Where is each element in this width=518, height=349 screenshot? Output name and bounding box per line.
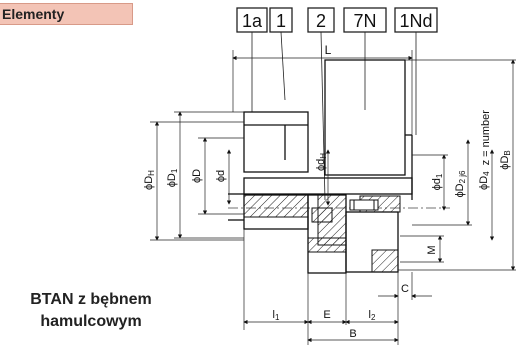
dim-B: B bbox=[349, 328, 356, 340]
svg-text:ϕD1: ϕD1 bbox=[166, 168, 179, 187]
dimension-lines bbox=[150, 50, 516, 345]
dim-d1: ϕd bbox=[431, 178, 443, 190]
dim-d: ϕd bbox=[215, 170, 227, 182]
dim-DH: ϕD bbox=[143, 176, 155, 190]
dim-M: M bbox=[426, 245, 438, 254]
part-box-7n bbox=[343, 7, 387, 33]
dim-dH: ϕd bbox=[315, 159, 327, 171]
dim-D1-sub: 1 bbox=[170, 168, 179, 173]
dim-L: L bbox=[325, 43, 332, 57]
dim-D4: ϕD bbox=[478, 176, 490, 190]
dim-dH-group: ϕdH bbox=[315, 153, 328, 171]
part-box-1nd bbox=[394, 7, 438, 33]
caption-line-1: BTAN z bębnem bbox=[30, 291, 152, 308]
section-hatching bbox=[243, 194, 401, 273]
dim-l1: l bbox=[273, 309, 275, 321]
dim-E: E bbox=[323, 309, 330, 321]
section-tag-label: Elementy bbox=[2, 6, 65, 22]
part-label-7n: 7N bbox=[353, 11, 376, 31]
dim-D1-group: ϕD1 bbox=[166, 168, 179, 187]
drawing-caption: BTAN z bębnem hamulcowym bbox=[3, 289, 179, 333]
svg-text:ϕD4z = number: ϕD4 z = number bbox=[478, 110, 492, 190]
dim-D2: ϕD bbox=[454, 183, 466, 197]
dim-l1-group: l1 bbox=[273, 309, 280, 322]
svg-text:ϕDH: ϕDH bbox=[143, 170, 156, 190]
part-label-1a: 1a bbox=[242, 11, 263, 31]
dim-z: z = number bbox=[480, 110, 492, 166]
dim-M-group: M bbox=[426, 245, 438, 254]
dim-D: ϕD bbox=[191, 169, 203, 183]
svg-text:ϕdH: ϕdH bbox=[315, 153, 328, 171]
dim-D1: ϕD bbox=[166, 173, 178, 187]
dim-DH-sub: H bbox=[147, 170, 156, 176]
dim-DB-group: ϕDB bbox=[499, 150, 512, 169]
dim-DB: ϕD bbox=[499, 156, 511, 170]
part-label-group: 1a 1 2 7N 1Nd bbox=[236, 7, 438, 33]
caption-line-2: hamulcowym bbox=[40, 313, 142, 330]
svg-text:ϕDB: ϕDB bbox=[499, 150, 512, 169]
svg-text:ϕD2 j6: ϕD2 j6 bbox=[454, 170, 467, 198]
part-label-2: 2 bbox=[316, 11, 326, 31]
dim-l2-sub: 2 bbox=[371, 313, 376, 322]
dim-DH-group: ϕDH bbox=[143, 170, 156, 190]
dim-D-group: ϕD bbox=[191, 169, 203, 183]
dim-D4-group: ϕD4 z = number bbox=[478, 110, 492, 190]
part-box-2 bbox=[307, 7, 335, 33]
set-screw bbox=[349, 199, 379, 211]
dim-D2-sub: 2 j6 bbox=[458, 170, 467, 183]
dim-C: C bbox=[401, 283, 409, 295]
dim-DB-sub: B bbox=[503, 150, 512, 155]
section-tag: Elementy bbox=[0, 3, 133, 25]
dim-d1-group: ϕd1 bbox=[431, 173, 444, 190]
part-box-1a bbox=[236, 7, 268, 33]
dim-l1-sub: 1 bbox=[275, 313, 280, 322]
dim-d1-sub: 1 bbox=[435, 173, 444, 178]
part-label-1nd: 1Nd bbox=[399, 11, 432, 31]
dim-dH-sub: H bbox=[319, 153, 328, 159]
dim-D4-sub: 4 bbox=[482, 171, 491, 176]
dim-l2: l bbox=[369, 309, 371, 321]
svg-text:ϕd1: ϕd1 bbox=[431, 173, 444, 190]
dim-D2-group: ϕD2 j6 bbox=[454, 170, 467, 198]
dim-l2-group: l2 bbox=[369, 309, 376, 322]
part-label-1: 1 bbox=[276, 11, 286, 31]
dim-d-group: ϕd bbox=[215, 170, 227, 182]
